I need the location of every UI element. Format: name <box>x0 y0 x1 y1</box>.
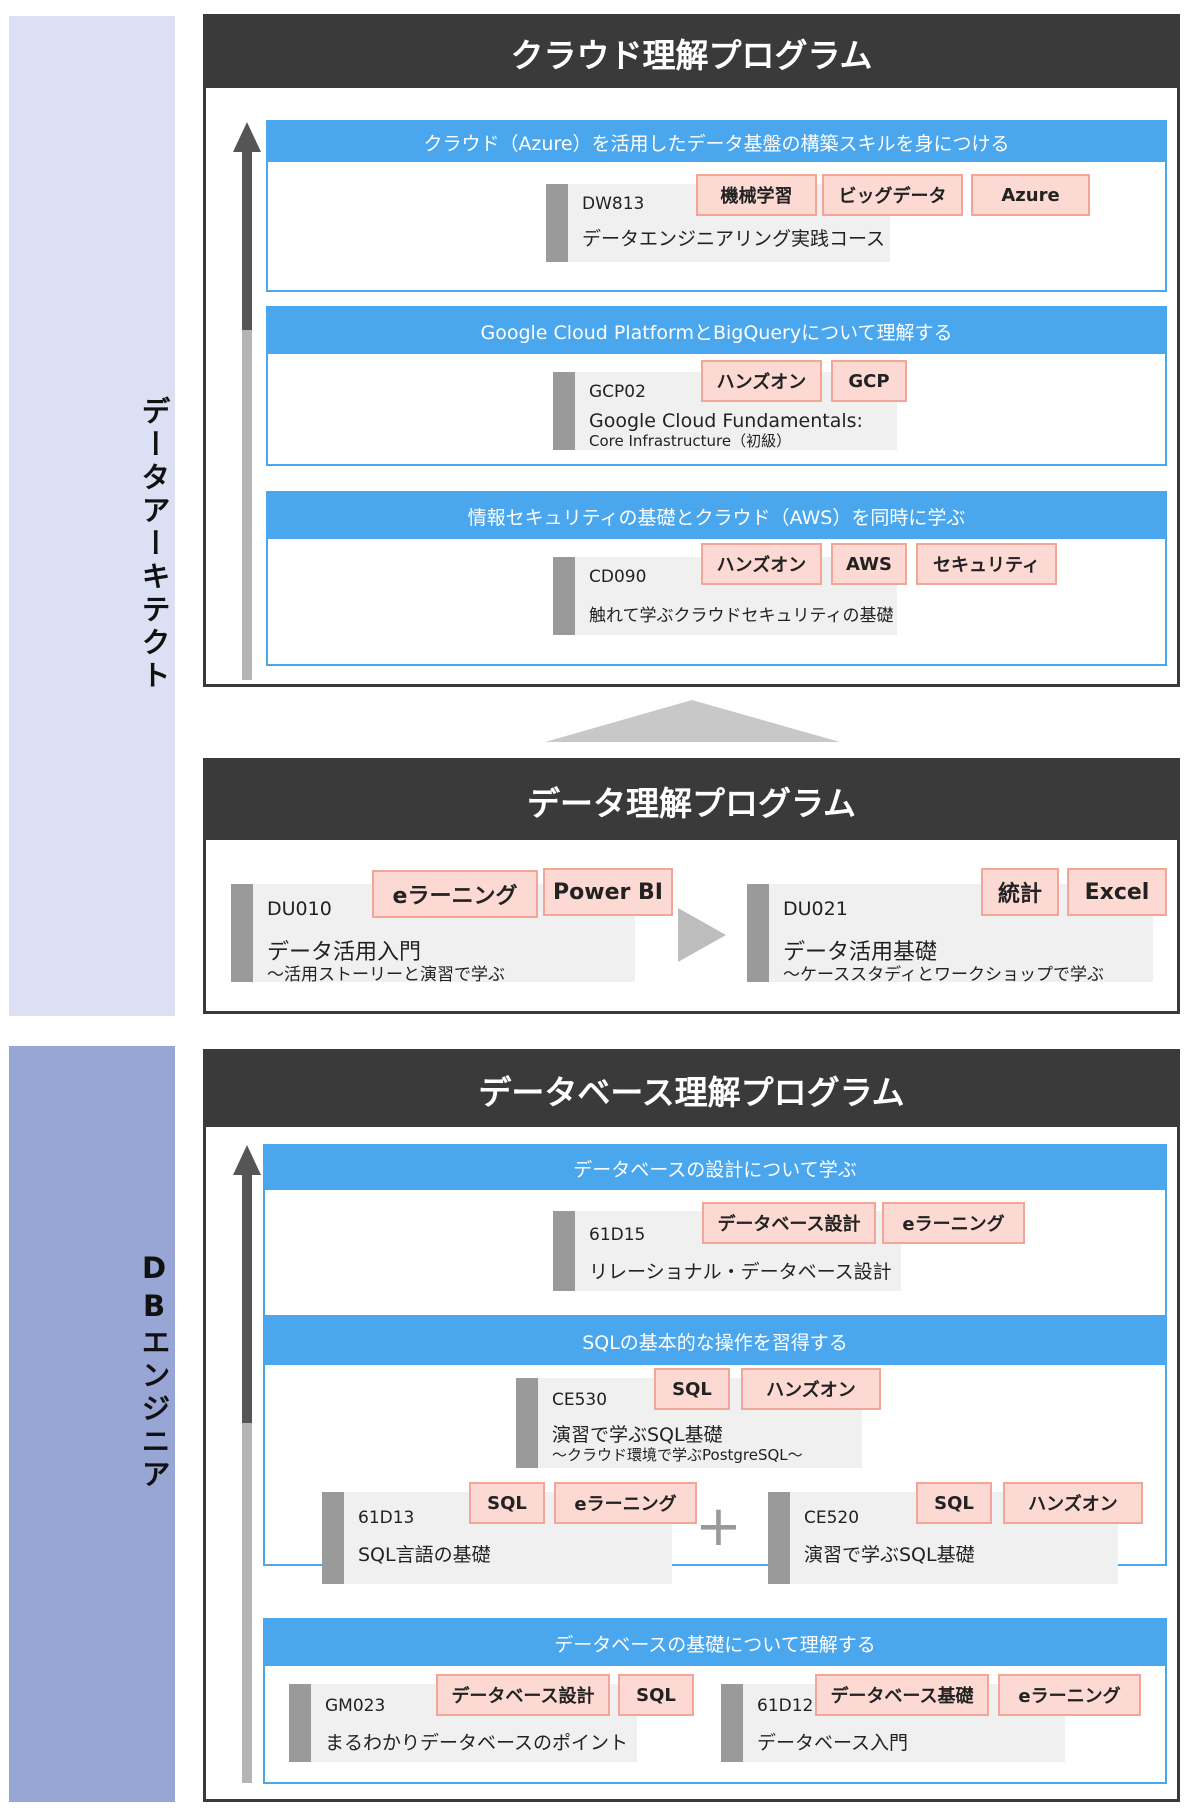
tag-azure: Azure <box>971 174 1090 216</box>
tag-gcp: GCP <box>831 360 907 402</box>
course-code: CE520 <box>804 1508 860 1528</box>
course-code: CE530 <box>552 1390 608 1410</box>
tag-aws: AWS <box>831 543 907 585</box>
up-arrow-icon <box>233 1145 261 1783</box>
course-title: 触れて学ぶクラウドセキュリティの基礎 <box>589 606 894 626</box>
tag-statistics: 統計 <box>981 868 1059 916</box>
course-subtitle: Core Infrastructure（初級） <box>589 432 792 450</box>
course-title: 演習で学ぶSQL基礎 <box>804 1544 975 1566</box>
goal-card-aws: 情報セキュリティの基礎とクラウド（AWS）を同時に学ぶ CD090 触れて学ぶク… <box>266 491 1167 666</box>
tag-e-learning: eラーニング <box>998 1674 1141 1716</box>
database-program: データベース理解プログラム データベースの設計について学ぶ 61D15 リレーシ… <box>203 1049 1180 1802</box>
goal-card-sql: SQLの基本的な操作を習得する CE530 演習で学ぶSQL基礎 ～クラウド環境… <box>263 1315 1167 1584</box>
course-code: GM023 <box>325 1696 386 1716</box>
data-program: データ理解プログラム DU010 データ活用入門 ～活用ストーリーと演習で学ぶ … <box>203 758 1180 1014</box>
course-title: まるわかりデータベースのポイント <box>325 1732 629 1754</box>
goal-heading: SQLの基本的な操作を習得する <box>265 1317 1165 1365</box>
course-title: データエンジニアリング実践コース <box>582 228 886 250</box>
goal-card-gcp: Google Cloud PlatformとBigQueryについて理解する G… <box>266 306 1167 466</box>
right-triangle-icon <box>678 908 726 962</box>
goal-heading: Google Cloud PlatformとBigQueryについて理解する <box>268 308 1165 354</box>
tag-big-data: ビッグデータ <box>822 174 963 216</box>
course-title: リレーショナル・データベース設計 <box>589 1261 892 1283</box>
role-band-architect: データアーキテクト <box>9 16 175 1016</box>
goal-card-db-basics: データベースの基礎について理解する GM023 まるわかりデータベースのポイント… <box>263 1618 1167 1784</box>
course-code: DU010 <box>267 898 332 920</box>
tag-hands-on: ハンズオン <box>741 1368 881 1410</box>
course-code: CD090 <box>589 567 647 587</box>
course-code: DW813 <box>582 194 645 214</box>
course-subtitle: ～クラウド環境で学ぶPostgreSQL～ <box>552 1446 803 1464</box>
tag-e-learning: eラーニング <box>882 1202 1025 1244</box>
chevron-up-icon <box>545 700 840 742</box>
course-title: データ活用基礎 <box>783 940 938 965</box>
role-label-architect: データアーキテクト <box>137 396 171 693</box>
tag-sql: SQL <box>654 1368 730 1410</box>
tag-e-learning: eラーニング <box>372 870 538 918</box>
tag-hands-on: ハンズオン <box>1003 1482 1143 1524</box>
tag-db-design: データベース設計 <box>702 1202 876 1244</box>
tag-sql: SQL <box>469 1482 545 1524</box>
course-title: データベース入門 <box>757 1732 909 1754</box>
tag-power-bi: Power BI <box>543 868 673 916</box>
cloud-program-title: クラウド理解プログラム <box>206 17 1177 88</box>
up-arrow-icon <box>233 122 261 680</box>
tag-machine-learning: 機械学習 <box>696 174 817 216</box>
data-program-title: データ理解プログラム <box>206 761 1177 840</box>
tag-db-basics: データベース基礎 <box>815 1674 989 1716</box>
goal-heading: 情報セキュリティの基礎とクラウド（AWS）を同時に学ぶ <box>268 493 1165 539</box>
course-title: データ活用入門 <box>267 940 422 965</box>
course-subtitle: ～ケーススタディとワークショップで学ぶ <box>783 965 1104 985</box>
goal-card-azure: クラウド（Azure）を活用したデータ基盤の構築スキルを身につける DW813 … <box>266 120 1167 292</box>
course-code: GCP02 <box>589 382 646 402</box>
tag-sql: SQL <box>916 1482 992 1524</box>
role-label-db-engineer: DBエンジニア <box>137 1251 171 1492</box>
tag-db-design: データベース設計 <box>436 1674 610 1716</box>
course-subtitle: ～活用ストーリーと演習で学ぶ <box>267 965 505 985</box>
tag-hands-on: ハンズオン <box>701 543 822 585</box>
tag-e-learning: eラーニング <box>554 1482 697 1524</box>
goal-heading: データベースの設計について学ぶ <box>265 1146 1165 1190</box>
tag-excel: Excel <box>1067 868 1167 916</box>
cloud-program: クラウド理解プログラム クラウド（Azure）を活用したデータ基盤の構築スキルを… <box>203 14 1180 687</box>
tag-hands-on: ハンズオン <box>701 360 822 402</box>
course-card-gcp02[interactable]: GCP02 Google Cloud Fundamentals: Core In… <box>553 372 897 450</box>
course-code: 61D15 <box>589 1225 646 1245</box>
role-band-db-engineer: DBエンジニア <box>9 1046 175 1802</box>
course-title: SQL言語の基礎 <box>358 1544 491 1566</box>
course-code: DU021 <box>783 898 848 920</box>
tag-sql: SQL <box>618 1674 694 1716</box>
course-code: 61D13 <box>358 1508 415 1528</box>
plus-icon: + <box>695 1494 742 1559</box>
goal-heading: データベースの基礎について理解する <box>265 1620 1165 1666</box>
course-title: Google Cloud Fundamentals: <box>589 410 863 432</box>
database-program-title: データベース理解プログラム <box>206 1052 1177 1127</box>
course-title: 演習で学ぶSQL基礎 <box>552 1424 723 1446</box>
tag-security: セキュリティ <box>916 543 1057 585</box>
course-code: 61D12 <box>757 1696 814 1716</box>
goal-heading: クラウド（Azure）を活用したデータ基盤の構築スキルを身につける <box>268 122 1165 162</box>
